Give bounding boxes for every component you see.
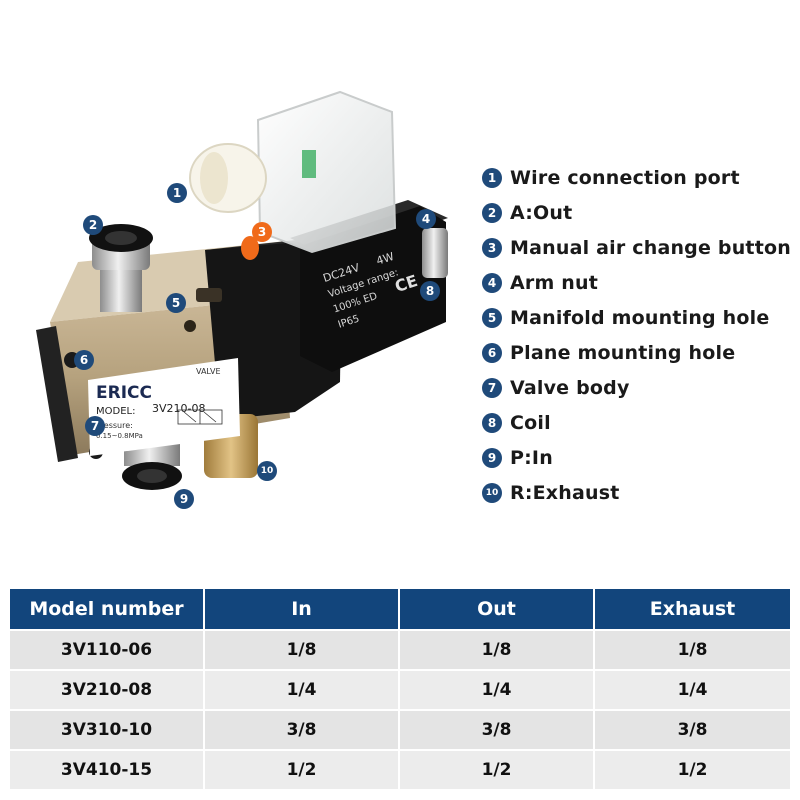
callout-10: 10 [257,461,277,481]
header-exhaust: Exhaust [595,589,790,629]
pressure-value: 0.15~0.8MPa [96,432,143,440]
pressure-label: Pressure: [96,421,133,430]
callout-2: 2 [83,215,103,235]
legend-item: 6 Plane mounting hole [482,335,791,370]
legend-number-icon: 8 [482,412,502,433]
model-value: 3V210-08 [152,402,206,415]
legend-number-icon: 7 [482,377,502,398]
port-size-table: Model number In Out Exhaust 3V110-06 1/8… [10,589,790,789]
parts-legend: 1 Wire connection port 2 A:Out 3 Manual … [482,160,791,510]
legend-label: Wire connection port [510,166,740,189]
legend-item: 5 Manifold mounting hole [482,300,791,335]
cell-in: 1/2 [205,749,400,789]
legend-item: 2 A:Out [482,195,791,230]
cell-model: 3V110-06 [10,629,205,669]
legend-item: 8 Coil [482,405,791,440]
legend-item: 1 Wire connection port [482,160,791,195]
legend-label: Valve body [510,376,630,399]
legend-label: Plane mounting hole [510,341,736,364]
legend-number-icon: 9 [482,447,502,468]
cell-exhaust: 1/2 [595,749,790,789]
legend-label: Arm nut [510,271,599,294]
valve-body-end [36,326,78,462]
legend-item: 7 Valve body [482,370,791,405]
connector-led [302,150,316,178]
cell-model: 3V310-10 [10,709,205,749]
callout-3: 3 [252,222,272,242]
legend-label: Manifold mounting hole [510,306,770,329]
legend-number-icon: 6 [482,342,502,363]
cell-out: 1/2 [400,749,595,789]
cell-in: 3/8 [205,709,400,749]
cell-out: 3/8 [400,709,595,749]
header-model-number: Model number [10,589,205,629]
cell-out: 1/8 [400,629,595,669]
legend-item: 9 P:In [482,440,791,475]
valve-label: VALVE [196,367,221,376]
legend-item: 3 Manual air change button [482,230,791,265]
arm-nut [422,228,448,278]
connector-housing [256,90,397,254]
legend-item: 10 R:Exhaust [482,475,791,510]
cell-exhaust: 3/8 [595,709,790,749]
callout-4: 4 [416,209,436,229]
legend-number-icon: 3 [482,237,502,258]
legend-label: A:Out [510,201,573,224]
cell-exhaust: 1/8 [595,629,790,669]
legend-label: R:Exhaust [510,481,620,504]
table-header-row: Model number In Out Exhaust [10,589,790,629]
legend-number-icon: 1 [482,167,502,188]
nameplate [88,358,240,456]
manual-button [241,236,259,260]
legend-number-icon: 5 [482,307,502,328]
callout-7: 7 [85,416,105,436]
header-out: Out [400,589,595,629]
callout-5: 5 [166,293,186,313]
cell-in: 1/8 [205,629,400,669]
cell-model: 3V410-15 [10,749,205,789]
legend-label: Manual air change button [510,236,791,259]
table-row: 3V210-08 1/4 1/4 1/4 [10,669,790,709]
pneumatic-symbol [177,409,223,425]
legend-item: 4 Arm nut [482,265,791,300]
valve-figure: ERICC VALVE MODEL: 3V210-08 Pressure: 0.… [0,0,460,540]
brand-name: ERICC [96,383,152,403]
header-in: In [205,589,400,629]
solenoid-valve-illustration: ERICC VALVE MODEL: 3V210-08 Pressure: 0.… [36,90,448,490]
callout-9: 9 [174,489,194,509]
model-label: MODEL: [96,406,135,417]
legend-label: P:In [510,446,553,469]
callout-6: 6 [74,350,94,370]
legend-number-icon: 10 [482,482,502,503]
table-row: 3V410-15 1/2 1/2 1/2 [10,749,790,789]
coil-power: 4W [375,250,396,268]
callout-8: 8 [420,281,440,301]
legend-number-icon: 2 [482,202,502,223]
legend-label: Coil [510,411,551,434]
legend-number-icon: 4 [482,272,502,293]
coil-body [300,206,446,372]
callout-1: 1 [167,183,187,203]
cell-model: 3V210-08 [10,669,205,709]
cell-exhaust: 1/4 [595,669,790,709]
table-row: 3V110-06 1/8 1/8 1/8 [10,629,790,669]
cell-in: 1/4 [205,669,400,709]
table-row: 3V310-10 3/8 3/8 3/8 [10,709,790,749]
cell-out: 1/4 [400,669,595,709]
